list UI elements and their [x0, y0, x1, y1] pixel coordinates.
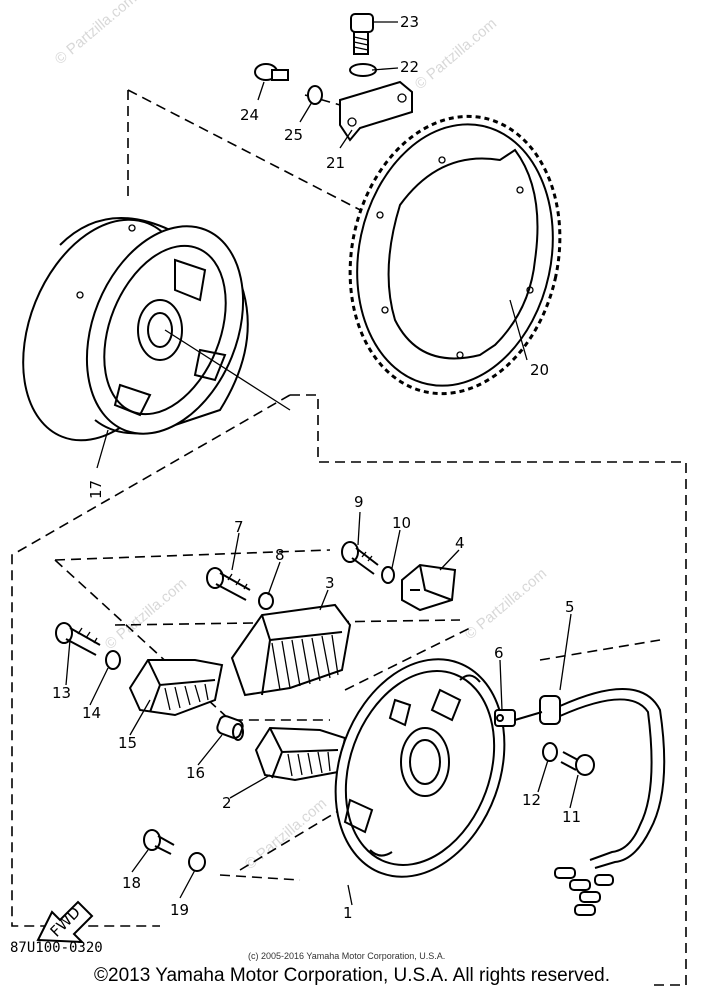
- part-label-7: 7: [234, 518, 244, 536]
- part-label-25: 25: [284, 126, 303, 144]
- assembly-outline: [11, 394, 687, 986]
- watermark: © Partzilla.com: [412, 15, 500, 93]
- coil-2: [254, 726, 347, 782]
- collar-16: [216, 715, 244, 741]
- stator-base-1: [334, 658, 506, 878]
- part-label-19: 19: [170, 901, 189, 919]
- part-label-10: 10: [392, 514, 411, 532]
- forward-arrow-icon: FWD: [36, 900, 94, 944]
- part-label-15: 15: [118, 734, 137, 752]
- part-label-20: 20: [530, 361, 549, 379]
- part-label-13: 13: [52, 684, 71, 702]
- bolt-24: [254, 63, 289, 81]
- washer-8: [258, 592, 274, 610]
- washer-25: [307, 85, 323, 105]
- washer-14: [105, 650, 121, 670]
- washer-19: [188, 852, 206, 872]
- part-label-22: 22: [400, 58, 419, 76]
- part-label-11: 11: [562, 808, 581, 826]
- clamp-6: [494, 709, 516, 727]
- watermark: © Partzilla.com: [462, 565, 550, 643]
- part-label-4: 4: [455, 534, 465, 552]
- part-label-17: 17: [87, 480, 105, 499]
- part-label-5: 5: [565, 598, 575, 616]
- screw-18: [143, 829, 175, 855]
- part-label-1: 1: [343, 904, 353, 922]
- watermark: © Partzilla.com: [52, 0, 140, 68]
- screw-11: [560, 751, 595, 776]
- coil-3: [230, 603, 352, 697]
- part-label-3: 3: [325, 574, 335, 592]
- diagram-code: 87U100-0320: [10, 940, 103, 956]
- coil-15: [128, 659, 224, 717]
- washer-10: [381, 566, 395, 584]
- copyright-footer: ©2013 Yamaha Motor Corporation, U.S.A. A…: [94, 965, 610, 986]
- part-label-8: 8: [275, 546, 285, 564]
- small-copyright: (c) 2005-2016 Yamaha Motor Corporation, …: [248, 951, 446, 961]
- part-label-21: 21: [326, 154, 345, 172]
- part-label-9: 9: [354, 493, 364, 511]
- leader-line: [65, 21, 579, 906]
- bolt-23: [350, 13, 374, 55]
- screw-13: [55, 622, 101, 656]
- screw-9: [341, 541, 379, 575]
- screw-7: [206, 567, 251, 601]
- rotor-17: [22, 217, 249, 442]
- part-label-2: 2: [222, 794, 232, 812]
- part-label-18: 18: [122, 874, 141, 892]
- part-label-23: 23: [400, 13, 419, 31]
- assembly-outline: [54, 549, 661, 881]
- part-label-6: 6: [494, 644, 504, 662]
- leader-line: [164, 329, 291, 411]
- wire-harness-5: [514, 688, 666, 916]
- bracket-21: [339, 80, 413, 142]
- pickup-coil-4: [401, 563, 457, 612]
- part-label-16: 16: [186, 764, 205, 782]
- part-label-14: 14: [82, 704, 101, 722]
- part-label-24: 24: [240, 106, 259, 124]
- starter-wheel-gear-20: [348, 114, 562, 396]
- part-label-12: 12: [522, 791, 541, 809]
- washer-12: [542, 742, 558, 762]
